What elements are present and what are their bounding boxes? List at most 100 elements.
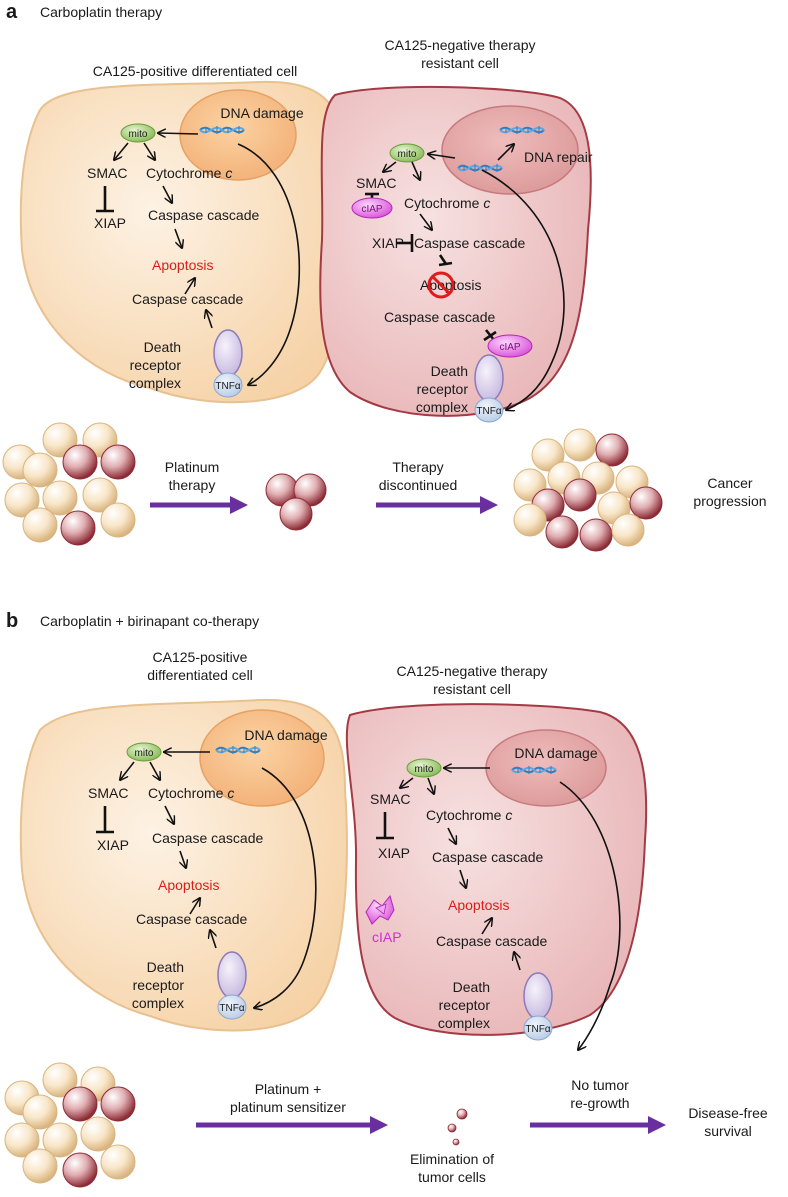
- caspase-cascade-upper: Caspase cascade: [414, 235, 526, 251]
- apoptosis-label: Apoptosis: [158, 877, 219, 893]
- flow-a-step2-2: discontinued: [379, 477, 458, 493]
- nucleus-b-right: [485, 729, 607, 807]
- mito-icon: [120, 123, 156, 143]
- panel-b-title: Carboplatin + birinapant co-therapy: [40, 613, 259, 629]
- ciap-label: cIAP: [372, 929, 402, 945]
- dna-repair-label: DNA repair: [524, 149, 593, 165]
- mito-icon: [389, 143, 425, 163]
- tnf-label: TNFα: [525, 1024, 550, 1035]
- flow-b-middle-1: Elimination of: [410, 1151, 494, 1167]
- tumor-cluster-a-survivors: [265, 473, 327, 531]
- flow-a-step1-1: Platinum: [165, 459, 219, 475]
- caspase-cascade-lower: Caspase cascade: [384, 309, 496, 325]
- death-receptor-line1: Death: [431, 363, 468, 379]
- flow-b-outcome-2: survival: [704, 1123, 751, 1139]
- ciap-icon: [487, 334, 533, 358]
- cell-b-right-title-1: CA125-negative therapy: [397, 663, 548, 679]
- death-receptor-line2: receptor: [130, 357, 182, 373]
- tnf-icon: [213, 372, 243, 398]
- flow-arrow: [196, 1116, 388, 1134]
- death-receptor-line2: receptor: [439, 997, 491, 1013]
- xiap-label: XIAP: [97, 837, 129, 853]
- smac-label: SMAC: [356, 175, 396, 191]
- receptor-icon: [474, 354, 504, 402]
- mito-label: mito: [398, 149, 417, 160]
- cytochrome-label: Cytochrome c: [146, 165, 232, 181]
- tnf-label: TNFα: [215, 381, 240, 392]
- flow-a-outcome-1: Cancer: [707, 475, 752, 491]
- panel-a-letter: a: [6, 1, 18, 23]
- dna-damage-label: DNA damage: [514, 745, 597, 761]
- receptor-icon: [523, 972, 553, 1020]
- flow-b-step2-2: re-growth: [570, 1095, 629, 1111]
- flow-b-step2-1: No tumor: [571, 1077, 629, 1093]
- cell-a-right-title-1: CA125-negative therapy: [385, 37, 536, 53]
- cell-a-left-title: CA125-positive differentiated cell: [93, 63, 297, 79]
- dna-damage-label: DNA damage: [220, 105, 303, 121]
- death-receptor-line3: complex: [129, 375, 181, 391]
- death-receptor-line1: Death: [453, 979, 490, 995]
- ciap-label: cIAP: [361, 204, 382, 215]
- flow-arrow: [376, 496, 498, 514]
- mito-icon: [406, 758, 442, 778]
- flow-a-step2-1: Therapy: [392, 459, 443, 475]
- ciap-label: cIAP: [499, 342, 520, 353]
- death-receptor-line2: receptor: [133, 977, 185, 993]
- tnf-icon: [474, 397, 504, 423]
- xiap-label: XIAP: [378, 845, 410, 861]
- death-receptor-line1: Death: [144, 339, 181, 355]
- death-receptor-line3: complex: [132, 995, 184, 1011]
- panel-a-title: Carboplatin therapy: [40, 4, 162, 20]
- receptor-icon: [217, 951, 247, 999]
- nucleus-b-left: [199, 709, 325, 807]
- cytochrome-label: Cytochrome c: [148, 785, 234, 801]
- dna-damage-label: DNA damage: [244, 727, 327, 743]
- flow-arrow: [530, 1116, 666, 1134]
- tumor-cluster-a-start: [2, 422, 136, 546]
- xiap-label: XIAP: [94, 215, 126, 231]
- flow-a-outcome-2: progression: [693, 493, 766, 509]
- tnf-label: TNFα: [476, 406, 501, 417]
- no-apoptosis-icon: [427, 271, 455, 299]
- mito-icon: [126, 742, 162, 762]
- death-receptor-line1: Death: [147, 959, 184, 975]
- cytochrome-label: Cytochrome c: [404, 195, 490, 211]
- caspase-cascade-lower: Caspase cascade: [436, 933, 548, 949]
- caspase-cascade-upper: Caspase cascade: [152, 830, 264, 846]
- flow-arrow: [150, 496, 248, 514]
- flow-b-step1-2: platinum sensitizer: [230, 1099, 346, 1115]
- receptor-icon: [213, 329, 243, 377]
- cell-b-left-title-1: CA125-positive: [153, 649, 248, 665]
- mito-label: mito: [129, 129, 148, 140]
- cytochrome-label: Cytochrome c: [426, 807, 512, 823]
- ciap-icon: [351, 197, 393, 219]
- panel-b-letter: b: [6, 610, 18, 632]
- death-receptor-line2: receptor: [417, 381, 469, 397]
- xiap-label: XIAP: [372, 235, 404, 251]
- nucleus-a-left: [179, 89, 297, 181]
- tumor-cluster-b-start: [4, 1062, 136, 1188]
- caspase-cascade-upper: Caspase cascade: [432, 849, 544, 865]
- cell-b-left-title-2: differentiated cell: [147, 667, 253, 683]
- flow-a-step1-2: therapy: [169, 477, 216, 493]
- apoptosis-label: Apoptosis: [152, 257, 213, 273]
- tumor-cluster-a-regrowth: [513, 428, 663, 552]
- smac-label: SMAC: [370, 791, 410, 807]
- smac-label: SMAC: [88, 785, 128, 801]
- smac-label: SMAC: [87, 165, 127, 181]
- death-receptor-line3: complex: [416, 399, 468, 415]
- mito-label: mito: [135, 748, 154, 759]
- tnf-label: TNFα: [219, 1003, 244, 1014]
- tumor-debris-icon: [447, 1108, 468, 1146]
- caspase-cascade-lower: Caspase cascade: [132, 291, 244, 307]
- tnf-icon: [217, 994, 247, 1020]
- mito-label: mito: [415, 764, 434, 775]
- flow-b-outcome-1: Disease-free: [688, 1105, 768, 1121]
- death-receptor-line3: complex: [438, 1015, 490, 1031]
- apoptosis-label: Apoptosis: [448, 897, 509, 913]
- caspase-cascade-upper: Caspase cascade: [148, 207, 260, 223]
- flow-b-middle-2: tumor cells: [418, 1169, 486, 1185]
- degraded-ciap-icon: [365, 894, 395, 925]
- flow-b-step1-1: Platinum +: [255, 1081, 322, 1097]
